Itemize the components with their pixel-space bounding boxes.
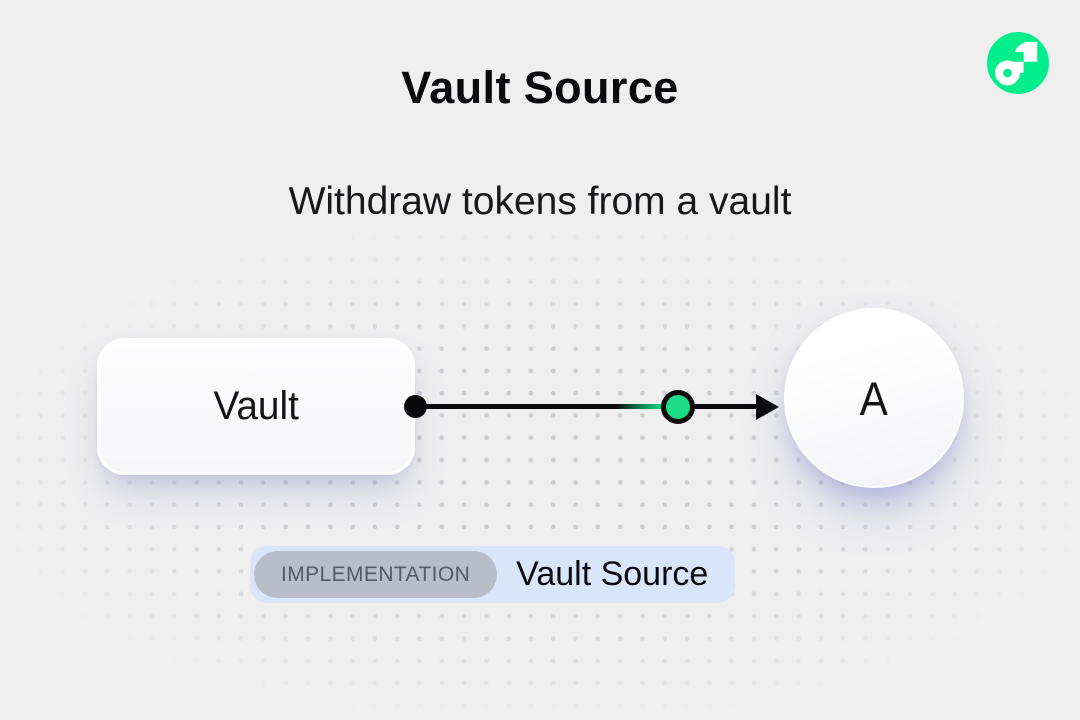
account-node: A [784, 308, 964, 488]
page-subtitle: Withdraw tokens from a vault [288, 180, 792, 223]
edge-start-dot [404, 395, 427, 418]
edge-token-marker [661, 390, 695, 424]
flow-logo-svg [987, 32, 1049, 94]
flow-logo-icon [987, 32, 1049, 94]
account-node-label: A [859, 371, 889, 425]
implementation-badge: IMPLEMENTATION Vault Source [250, 546, 736, 603]
implementation-value-label: Vault Source [516, 555, 709, 593]
edge-arrowhead-icon [756, 394, 779, 420]
vault-node: Vault [97, 338, 415, 475]
page-title: Vault Source [401, 62, 679, 113]
edge-line-green-fade [616, 404, 662, 409]
implementation-tag: IMPLEMENTATION [254, 551, 498, 598]
vault-node-label: Vault [213, 384, 299, 428]
edge-line [413, 404, 763, 409]
